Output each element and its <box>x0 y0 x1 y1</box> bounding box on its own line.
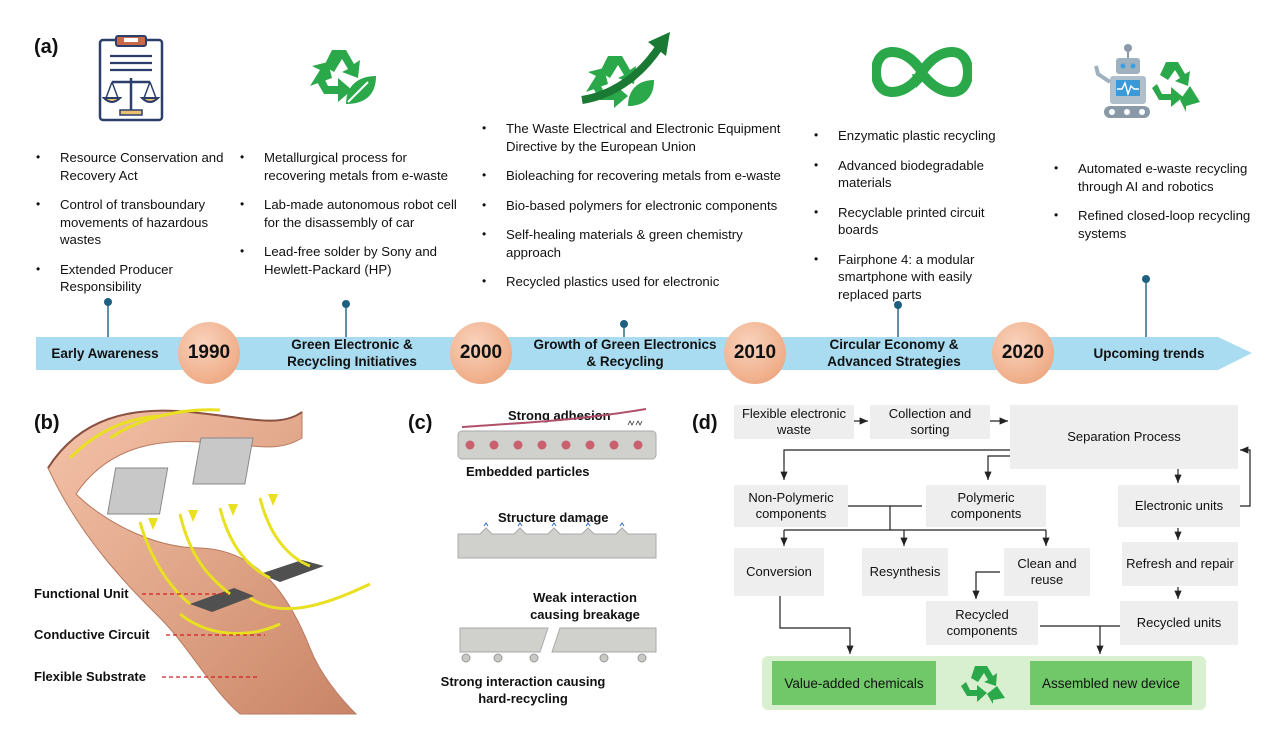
box-clean-reuse: Clean and reuse <box>1004 548 1090 596</box>
infinity-loop-icon <box>872 46 972 98</box>
era-item: The Waste Electrical and Electronic Equi… <box>480 120 800 155</box>
stage-early-awareness: Early Awareness <box>51 346 159 361</box>
box-conversion: Conversion <box>734 548 824 596</box>
year-1990: 1990 <box>178 322 240 384</box>
embedded-particles-illustration <box>457 408 657 460</box>
era-1990-list: Resource Conservation and Recovery Act C… <box>34 149 234 308</box>
structure-damage-illustration <box>457 522 657 559</box>
label-flexible-substrate: Flexible Substrate <box>34 669 146 684</box>
box-recycled-units: Recycled units <box>1120 601 1238 645</box>
recycle-icon <box>961 666 1005 704</box>
panel-label-c: (c) <box>408 412 433 434</box>
box-value-added-chemicals: Value-added chemicals <box>772 661 936 705</box>
era-upcoming-list: Automated e-waste recycling through AI a… <box>1052 160 1252 254</box>
recycle-leaf-icon <box>310 50 376 104</box>
era-item: Recyclable printed circuit boards <box>812 204 1022 239</box>
era-item: Lead-free solder by Sony and Hewlett-Pac… <box>238 243 462 278</box>
era-item: Advanced biodegradable materials <box>812 157 1022 192</box>
label-strong-adhesion: Strong adhesion <box>508 408 611 423</box>
label-weak-interaction: Weak interaction causing breakage <box>530 590 640 622</box>
label-structure-damage: Structure damage <box>498 510 609 525</box>
era-item: Automated e-waste recycling through AI a… <box>1052 160 1252 195</box>
era-item: Extended Producer Responsibility <box>34 261 234 296</box>
era-item: Control of transboundary movements of ha… <box>34 196 234 249</box>
era-2010-list: The Waste Electrical and Electronic Equi… <box>480 120 800 303</box>
era-item: Lab-made autonomous robot cell for the d… <box>238 196 462 231</box>
box-refresh-repair: Refresh and repair <box>1122 542 1238 586</box>
box-non-polymeric: Non-Polymeric components <box>734 485 848 527</box>
box-polymeric: Polymeric components <box>926 485 1046 527</box>
label-embedded-particles: Embedded particles <box>466 464 590 479</box>
era-item: Resource Conservation and Recovery Act <box>34 149 234 184</box>
year-2020: 2020 <box>992 322 1054 384</box>
era-item: Fairphone 4: a modular smartphone with e… <box>812 251 1022 304</box>
legal-document-scales-icon <box>98 35 164 122</box>
era-2020-list: Enzymatic plastic recycling Advanced bio… <box>812 127 1022 315</box>
label-functional-unit: Functional Unit <box>34 586 129 601</box>
panel-label-b: (b) <box>34 412 60 434</box>
era-item: Enzymatic plastic recycling <box>812 127 1022 145</box>
box-separation-process: Separation Process <box>1010 405 1238 469</box>
box-electronic-units: Electronic units <box>1118 485 1240 527</box>
label-strong-interaction: Strong interaction causing hard-recyclin… <box>440 674 606 706</box>
era-item: Bio-based polymers for electronic compon… <box>480 197 800 215</box>
flexible-device-illustration <box>47 408 371 715</box>
timeline-arrow <box>36 275 1252 370</box>
weak-interaction-illustration <box>459 627 657 663</box>
era-item: Bioleaching for recovering metals from e… <box>480 167 800 185</box>
era-item: Refined closed-loop recycling systems <box>1052 207 1252 242</box>
box-collection-sorting: Collection and sorting <box>870 405 990 439</box>
year-2010: 2010 <box>724 322 786 384</box>
era-item: Self-healing materials & green chemistry… <box>480 226 800 261</box>
box-resynthesis: Resynthesis <box>862 548 948 596</box>
label-conductive-circuit: Conductive Circuit <box>34 627 150 642</box>
stage-circular-economy: Circular Economy & Advanced Strategies <box>827 337 961 369</box>
era-2000-list: Metallurgical process for recovering met… <box>238 149 462 290</box>
robot-recycle-icon <box>1094 44 1200 118</box>
era-item: Recycled plastics used for electronic <box>480 273 800 291</box>
panel-label-d: (d) <box>692 412 718 434</box>
panel-label-a: (a) <box>34 36 59 58</box>
box-flexible-waste: Flexible electronic waste <box>734 405 854 439</box>
stage-growth: Growth of Green Electronics & Recycling <box>533 337 717 369</box>
era-item: Metallurgical process for recovering met… <box>238 149 462 184</box>
stage-green-initiatives: Green Electronic & Recycling Initiatives <box>287 337 417 369</box>
box-assembled-new-device: Assembled new device <box>1030 661 1192 705</box>
box-recycled-components: Recycled components <box>926 601 1038 645</box>
recycle-growth-arrow-icon <box>581 32 670 108</box>
year-2000: 2000 <box>450 322 512 384</box>
stage-upcoming: Upcoming trends <box>1093 346 1205 361</box>
